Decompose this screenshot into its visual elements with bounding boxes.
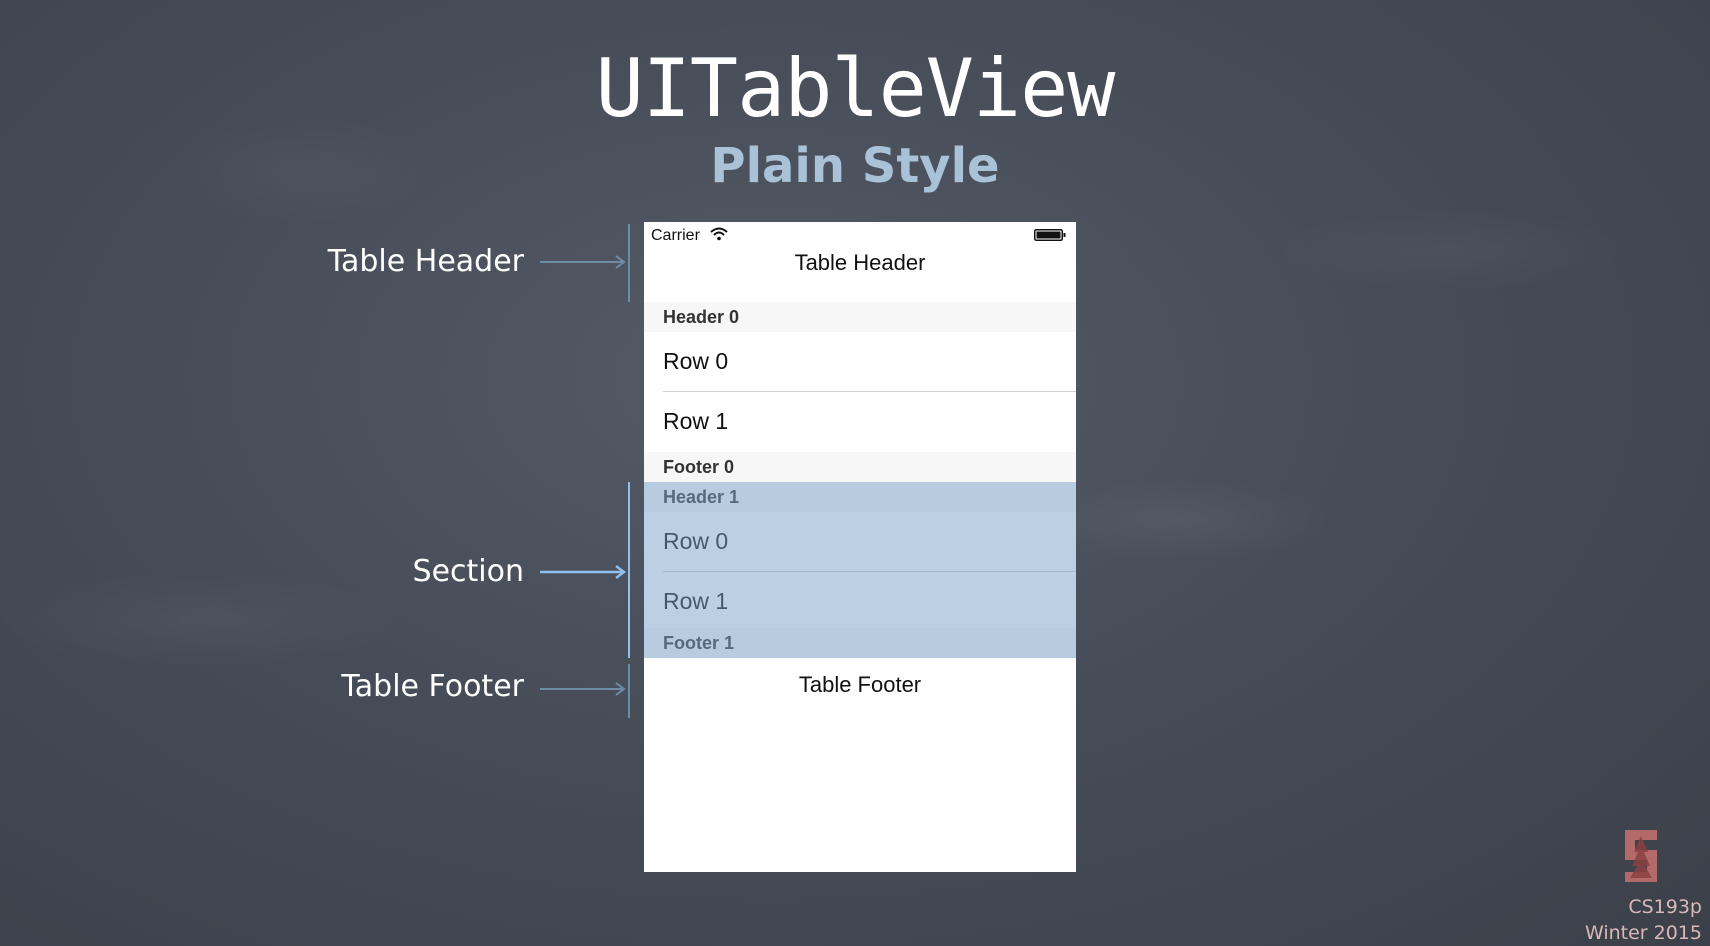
section-header: Header 0 <box>644 302 1076 332</box>
table-footer-bracket <box>628 664 630 718</box>
section-footer: Footer 0 <box>644 452 1076 482</box>
table-header-annotation: Table Header <box>327 244 524 279</box>
course-term: Winter 2015 <box>1584 922 1702 944</box>
slide-title: UITableView <box>595 42 1116 135</box>
table-footer-arrow-icon <box>540 682 626 696</box>
section-bracket <box>628 482 630 658</box>
table-row[interactable]: Row 1 <box>644 392 1076 451</box>
table-row[interactable]: Row 0 <box>644 332 1076 391</box>
table-footer: Table Footer <box>798 672 922 697</box>
course-name: CS193p <box>1628 896 1702 918</box>
carrier-label: Carrier <box>651 227 700 244</box>
phone-screen: Carrier Table Header Header 0 Row 0 Row … <box>644 222 1076 872</box>
table-header: Table Header <box>794 250 926 275</box>
wifi-icon <box>710 227 728 241</box>
table-header-arrow-icon <box>540 255 626 269</box>
section-highlight <box>644 482 1076 658</box>
stanford-logo-icon <box>1625 830 1657 882</box>
table-header-bracket <box>628 224 630 302</box>
table-footer-annotation: Table Footer <box>341 669 524 704</box>
section-annotation: Section <box>412 554 524 589</box>
battery-icon <box>1034 229 1066 241</box>
slide-subtitle: Plain Style <box>710 138 1000 194</box>
row-separator <box>663 391 1076 392</box>
section-arrow-icon <box>540 565 627 579</box>
status-bar: Carrier <box>644 222 1076 248</box>
